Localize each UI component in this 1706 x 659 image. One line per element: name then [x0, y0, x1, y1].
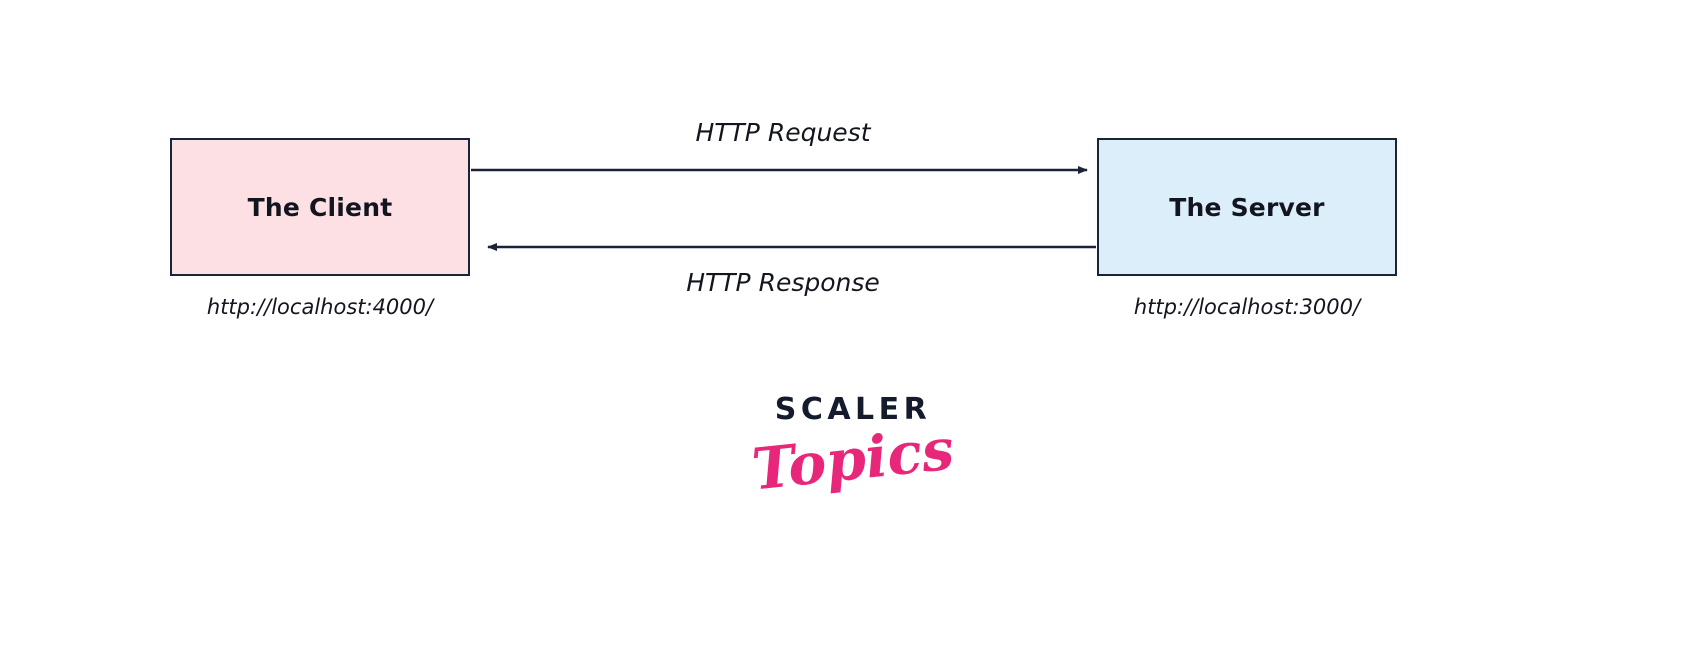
node-server-url-caption: http://localhost:3000/: [1133, 295, 1361, 319]
edge-label-http-request: HTTP Request: [695, 118, 871, 147]
logo-wordmark: SCALER: [774, 392, 932, 427]
node-client: The Client: [170, 138, 470, 276]
node-client-url-caption: http://localhost:4000/: [206, 295, 434, 319]
edge-label-http-response: HTTP Response: [686, 268, 880, 297]
node-client-label: The Client: [247, 192, 393, 222]
scaler-topics-logo: SCALER Topics: [653, 395, 1053, 520]
node-server-label: The Server: [1169, 192, 1325, 222]
node-server: The Server: [1097, 138, 1397, 276]
